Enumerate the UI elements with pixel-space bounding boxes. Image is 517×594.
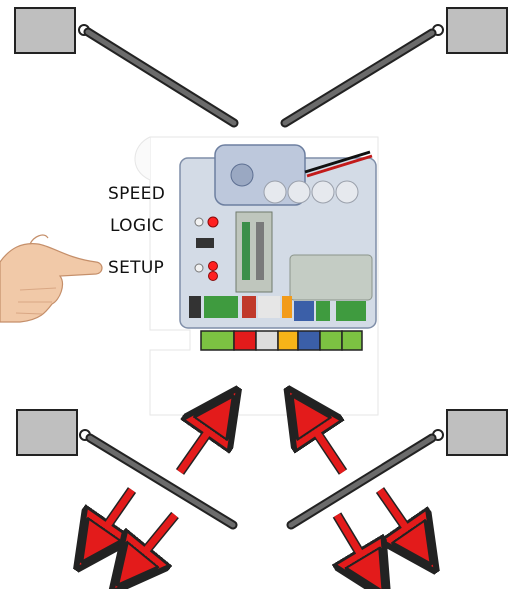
logic-led	[208, 271, 218, 281]
radio-module	[235, 211, 273, 293]
speed-label: SPEED	[108, 184, 166, 204]
terminal-block	[341, 330, 363, 351]
speed-led	[207, 216, 219, 228]
terminal-strip	[200, 330, 363, 351]
motor-top-left	[14, 7, 239, 128]
setup-led	[208, 261, 218, 271]
terminal-block	[319, 330, 343, 351]
terminal-block	[297, 330, 321, 351]
control-board-icon	[134, 136, 379, 416]
terminal-block	[200, 330, 235, 351]
terminal-block	[233, 330, 257, 351]
setup-button[interactable]	[194, 263, 204, 273]
movement-arrows	[93, 412, 420, 575]
logic-label: LOGIC	[110, 216, 164, 236]
terminal-block	[255, 330, 279, 351]
speed-button[interactable]	[194, 217, 204, 227]
motor-top-right	[280, 7, 508, 128]
motor-icon	[446, 7, 508, 54]
motor-bottom-right	[286, 409, 508, 530]
terminal-block	[277, 330, 299, 351]
motor-bottom-left	[16, 409, 238, 530]
pointing-hand-icon	[0, 234, 103, 323]
motor-icon	[446, 409, 508, 456]
motor-icon	[14, 7, 76, 54]
setup-label: SETUP	[108, 258, 165, 278]
motor-icon	[16, 409, 78, 456]
